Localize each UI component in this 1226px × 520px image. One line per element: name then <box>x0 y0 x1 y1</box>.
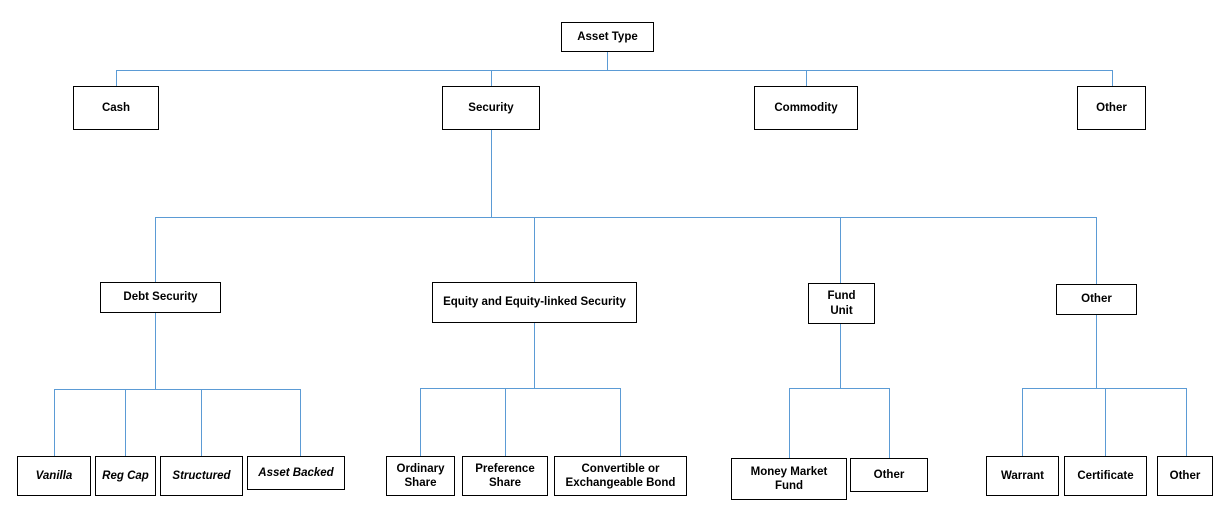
connector-down-structured <box>201 389 203 456</box>
node-reg-cap[interactable]: Reg Cap <box>95 456 156 496</box>
connector-other-bus <box>1022 388 1187 390</box>
node-warrant[interactable]: Warrant <box>986 456 1059 496</box>
connector-debt-down <box>155 312 157 390</box>
node-debt-security[interactable]: Debt Security <box>100 282 221 313</box>
node-fund-unit-label-line2: Unit <box>830 304 853 317</box>
node-structured-label: Structured <box>172 469 231 482</box>
node-other-level2[interactable]: Other <box>1077 86 1146 130</box>
node-money-market-fund-label-line1: Money Market <box>750 465 828 478</box>
connector-down-certificate <box>1105 388 1107 456</box>
connector-down-other-l3 <box>1096 217 1098 284</box>
connector-down-other-l4 <box>1186 388 1188 456</box>
connector-down-equity <box>534 217 536 282</box>
node-other-fund-label: Other <box>873 468 905 481</box>
node-debt-security-label: Debt Security <box>123 291 198 304</box>
node-cash[interactable]: Cash <box>73 86 159 130</box>
connector-down-asset-backed <box>300 389 302 456</box>
node-other-fund[interactable]: Other <box>850 458 928 492</box>
connector-down-commodity <box>806 70 808 86</box>
node-vanilla-label: Vanilla <box>35 469 73 482</box>
node-vanilla[interactable]: Vanilla <box>17 456 91 496</box>
node-commodity-label: Commodity <box>774 101 838 114</box>
node-money-market-fund[interactable]: Money Market Fund <box>731 458 847 500</box>
node-asset-type[interactable]: Asset Type <box>561 22 654 52</box>
node-certificate[interactable]: Certificate <box>1064 456 1147 496</box>
connector-down-debt-security <box>155 217 157 282</box>
connector-down-vanilla <box>54 389 56 456</box>
connector-other-l3-down <box>1096 314 1098 389</box>
connector-down-ordinary-share <box>420 388 422 456</box>
connector-level3-bus <box>155 217 1097 219</box>
node-equity-label: Equity and Equity-linked Security <box>443 296 626 309</box>
node-other-level3-label: Other <box>1081 293 1112 306</box>
node-fund-unit-label-line1: Fund <box>827 290 856 303</box>
node-convertible-bond-label-line1: Convertible or <box>581 462 660 475</box>
connector-down-other-fund <box>889 388 891 458</box>
node-security-label: Security <box>468 101 514 114</box>
node-ordinary-share-label-line2: Share <box>404 477 437 489</box>
node-asset-backed-label: Asset Backed <box>258 466 334 479</box>
node-money-market-fund-label-line2: Fund <box>774 480 804 492</box>
connector-security-down <box>491 130 493 217</box>
node-fund-unit[interactable]: Fund Unit <box>808 283 875 324</box>
connector-equity-bus <box>420 388 621 390</box>
node-commodity[interactable]: Commodity <box>754 86 858 130</box>
connector-down-other-l2 <box>1112 70 1114 86</box>
connector-level2-bus <box>116 70 1112 72</box>
connector-down-warrant <box>1022 388 1024 456</box>
node-preference-share[interactable]: Preference Share <box>462 456 548 496</box>
node-warrant-label: Warrant <box>1000 469 1045 482</box>
node-convertible-or-exchangeable-bond[interactable]: Convertible or Exchangeable Bond <box>554 456 687 496</box>
node-security[interactable]: Security <box>442 86 540 130</box>
connector-down-convertible-bond <box>620 388 622 456</box>
node-cash-label: Cash <box>101 101 131 114</box>
node-preference-share-label-line1: Preference <box>475 462 535 475</box>
connector-down-money-market-fund <box>789 388 791 458</box>
connector-down-security <box>491 70 493 86</box>
connector-down-reg-cap <box>125 389 127 456</box>
connector-root-down <box>607 51 609 71</box>
node-structured[interactable]: Structured <box>160 456 243 496</box>
node-other-level4-label: Other <box>1169 469 1201 482</box>
node-other-level3[interactable]: Other <box>1056 284 1137 315</box>
connector-fund-down <box>840 323 842 389</box>
node-asset-type-label: Asset Type <box>577 30 638 43</box>
node-certificate-label: Certificate <box>1077 469 1134 482</box>
node-reg-cap-label: Reg Cap <box>102 469 149 482</box>
node-ordinary-share-label-line1: Ordinary <box>396 462 445 475</box>
node-equity-and-equity-linked-security[interactable]: Equity and Equity-linked Security <box>432 282 637 323</box>
connector-fund-bus <box>789 388 890 390</box>
node-convertible-bond-label-line2: Exchangeable Bond <box>565 477 676 489</box>
node-preference-share-label-line2: Share <box>489 477 521 489</box>
connector-down-fund-unit <box>840 217 842 283</box>
node-asset-backed[interactable]: Asset Backed <box>247 456 345 490</box>
connector-equity-down <box>534 322 536 389</box>
connector-down-cash <box>116 70 118 86</box>
node-other-level4[interactable]: Other <box>1157 456 1213 496</box>
node-ordinary-share[interactable]: Ordinary Share <box>386 456 455 496</box>
connector-down-preference-share <box>505 388 507 456</box>
connector-debt-bus <box>54 389 301 391</box>
node-other-level2-label: Other <box>1096 101 1127 114</box>
